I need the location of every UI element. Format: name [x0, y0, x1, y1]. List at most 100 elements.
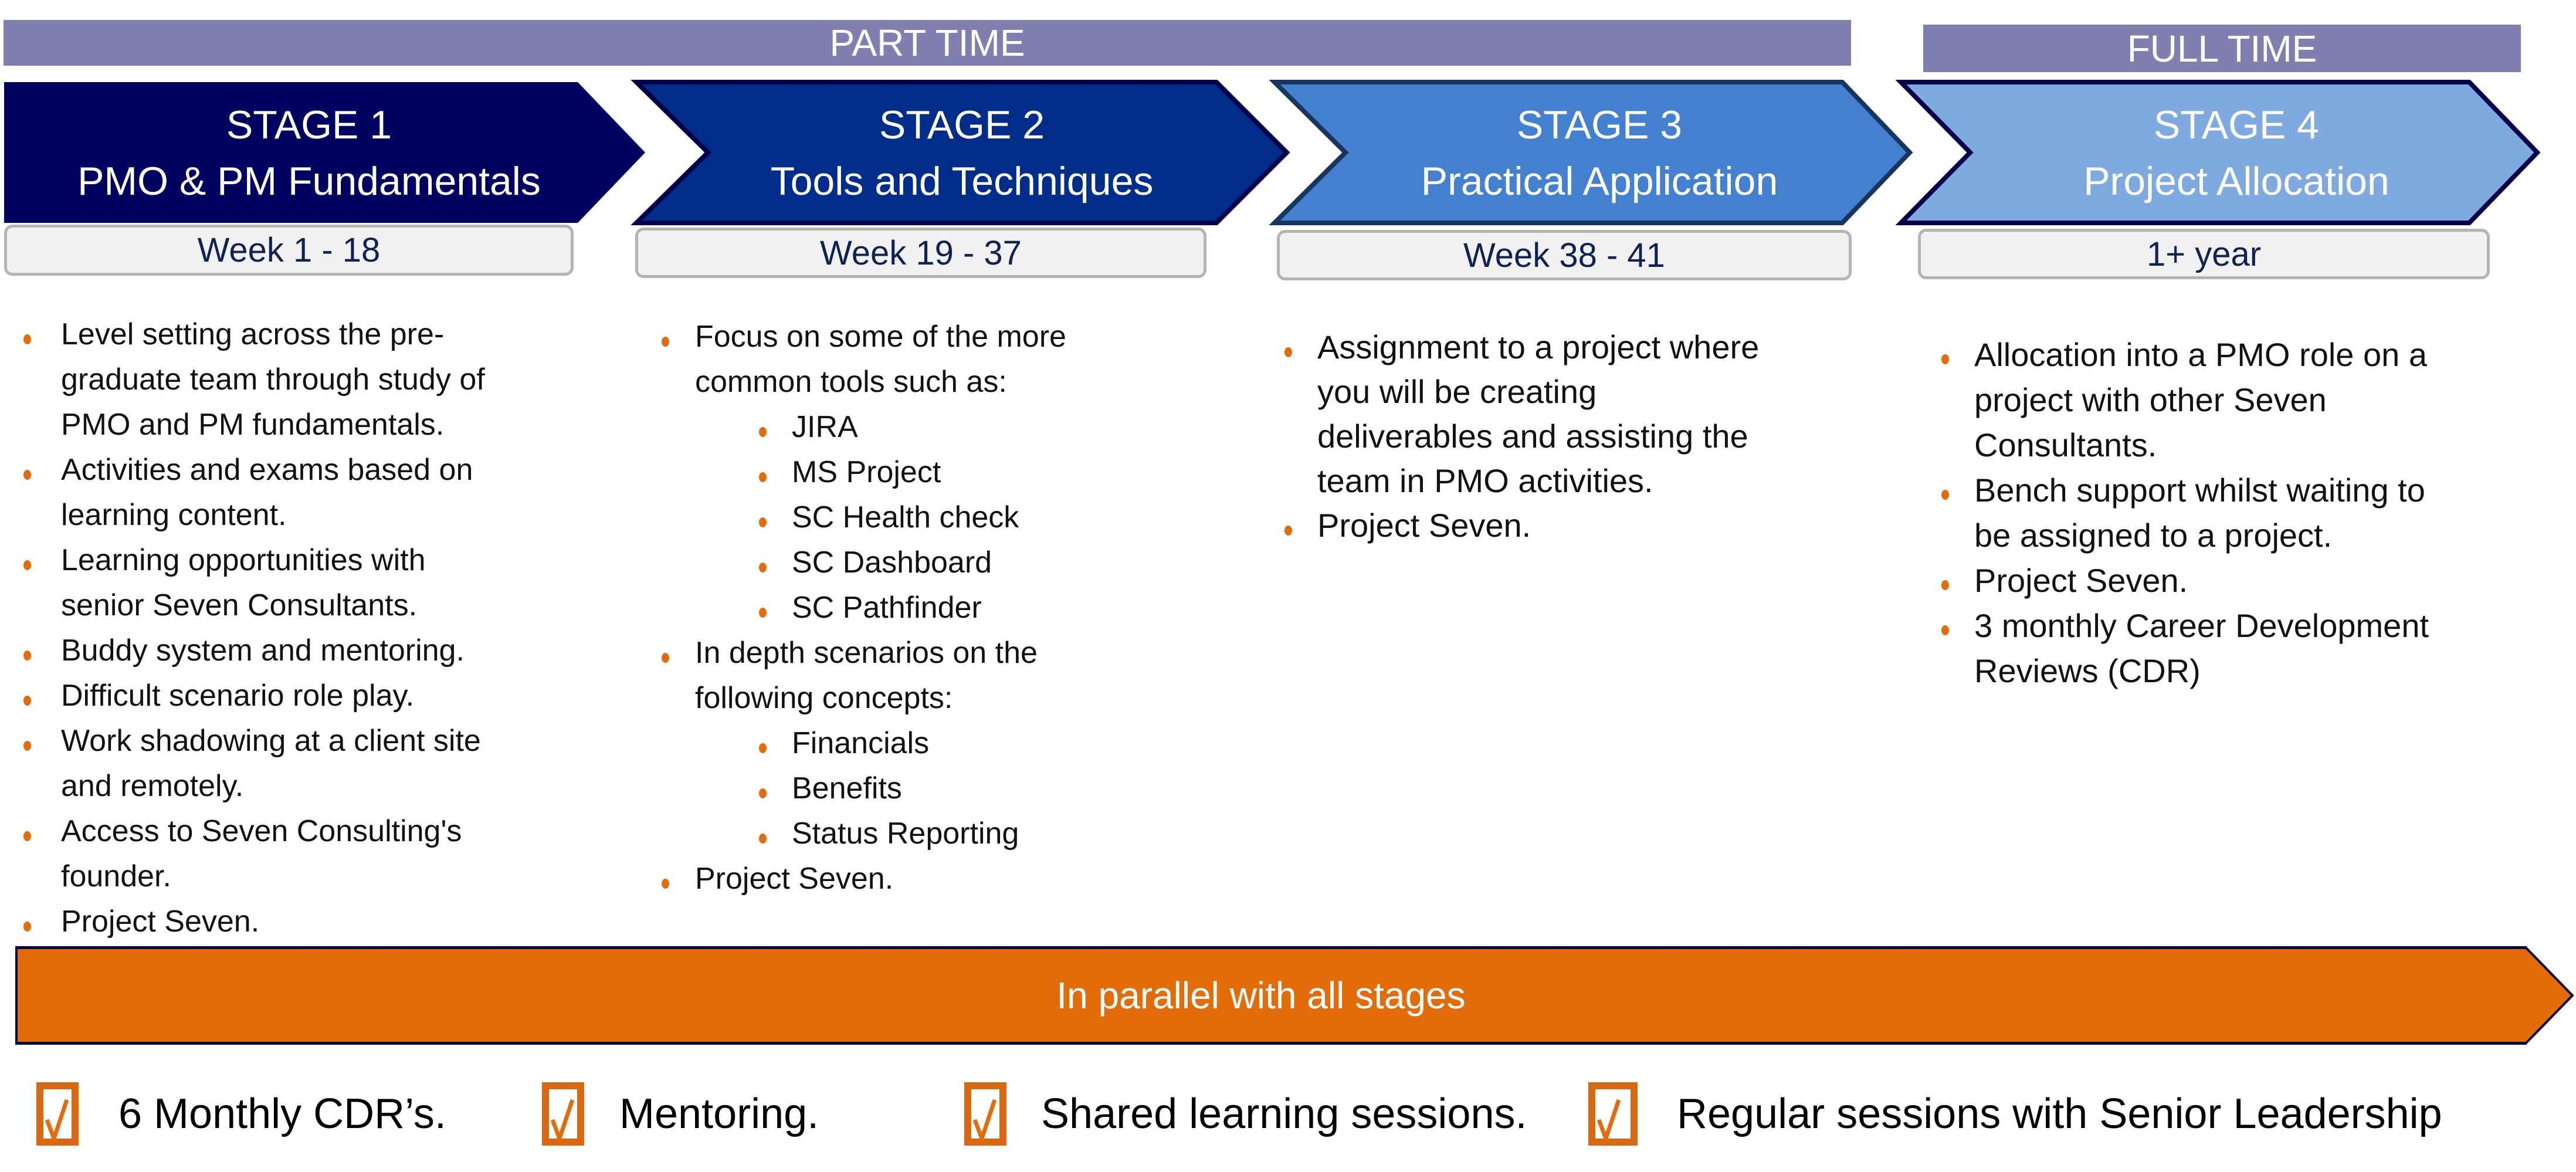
stage-2-duration-text: Week 19 - 37: [820, 233, 1022, 272]
stage-2-subtitle: Tools and Techniques: [770, 159, 1154, 204]
list-item-text: Level setting across the pre-: [61, 317, 445, 351]
bullet-icon: [662, 653, 669, 663]
bullet-icon: [23, 922, 31, 931]
list-item-text: SC Health check: [792, 500, 1019, 534]
checkbox-icon: [36, 1082, 79, 1146]
stage-3-title: STAGE 3: [1516, 103, 1683, 147]
stage-2-chevron: [631, 80, 1290, 225]
list-item-text: MS Project: [792, 455, 941, 489]
list-item-text: Assignment to a project where: [1317, 328, 1760, 365]
bullet-icon: [23, 696, 31, 706]
stage-2-duration: Week 19 - 37: [635, 228, 1206, 278]
bullet-icon: [759, 517, 767, 527]
bullet-icon: [1941, 580, 1949, 590]
list-item-text: Allocation into a PMO role on a: [1974, 336, 2427, 373]
list-item-text: Difficult scenario role play.: [61, 679, 415, 713]
stage-1-duration: Week 1 - 18: [4, 225, 574, 276]
bullet-icon: [23, 470, 31, 480]
full-time-label: FULL TIME: [2127, 27, 2317, 70]
stage-3-duration: Week 38 - 41: [1277, 230, 1852, 280]
stage-2-heading: STAGE 2 Tools and Techniques: [669, 97, 1255, 209]
part-time-label: PART TIME: [829, 22, 1025, 64]
list-item-text: Project Seven.: [695, 862, 894, 896]
full-time-band: FULL TIME: [1923, 25, 2521, 72]
list-item-text: JIRA: [792, 410, 858, 444]
list-item-text: be assigned to a project.: [1974, 517, 2333, 554]
list-item-text: Focus on some of the more: [695, 320, 1066, 354]
stage-3-subtitle: Practical Application: [1421, 159, 1778, 204]
bullet-icon: [759, 472, 767, 482]
list-item-text: following concepts:: [695, 681, 953, 715]
list-item-text: senior Seven Consultants.: [61, 588, 418, 622]
list-item-text: Buddy system and mentoring.: [61, 634, 465, 668]
checkmark-icon: [1597, 1099, 1621, 1142]
bullet-icon: [23, 741, 31, 751]
list-item-text: In depth scenarios on the: [695, 636, 1038, 670]
checklist-label: 6 Monthly CDR’s.: [118, 1090, 446, 1137]
stage-1-chevron: [4, 82, 645, 223]
checkbox-icon: [542, 1082, 584, 1146]
part-time-band: PART TIME: [4, 20, 1851, 66]
stage-3-duration-text: Week 38 - 41: [1463, 236, 1665, 275]
checkbox-icon: [964, 1082, 1006, 1146]
list-item-text: founder.: [61, 859, 171, 893]
bullet-icon: [1941, 354, 1949, 364]
list-item-text: Status Reporting: [792, 817, 1019, 851]
bullet-icon: [1284, 526, 1292, 536]
stage-2-title: STAGE 2: [879, 103, 1045, 147]
list-item-text: Work shadowing at a client site: [61, 724, 481, 758]
checkmark-icon: [972, 1099, 997, 1142]
checklist-label: Mentoring.: [619, 1090, 819, 1137]
stage-4-subtitle: Project Allocation: [2083, 159, 2389, 204]
list-item-text: Project Seven.: [61, 905, 260, 939]
stage-4-duration-text: 1+ year: [2146, 235, 2262, 273]
stage-1-duration-text: Week 1 - 18: [197, 231, 381, 269]
stage-1-title: STAGE 1: [226, 103, 392, 147]
checklist-label: Shared learning sessions.: [1041, 1090, 1527, 1137]
bullet-icon: [759, 788, 767, 798]
bullet-icon: [1284, 347, 1292, 357]
bullet-icon: [759, 608, 767, 618]
list-item-text: PMO and PM fundamentals.: [61, 408, 445, 442]
list-item-text: Consultants.: [1974, 426, 2157, 463]
bullet-icon: [759, 427, 767, 437]
bullet-icon: [1941, 490, 1949, 500]
list-item-text: Access to Seven Consulting's: [61, 814, 462, 848]
stage-4-chevron: [1895, 80, 2541, 225]
stage-3-heading: STAGE 3 Practical Application: [1306, 97, 1893, 209]
stage-1-heading: STAGE 1 PMO & PM Fundamentals: [16, 97, 602, 209]
bullet-icon: [23, 334, 31, 344]
list-item-text: Project Seven.: [1974, 562, 2188, 599]
list-item-text: deliverables and assisting the: [1317, 418, 1748, 455]
bullet-icon: [759, 563, 767, 573]
stage-4-title: STAGE 4: [2153, 103, 2320, 147]
bullet-icon: [23, 560, 31, 570]
list-item-text: Reviews (CDR): [1974, 652, 2201, 689]
checkmark-icon: [550, 1099, 575, 1142]
stage-1-subtitle: PMO & PM Fundamentals: [77, 159, 541, 204]
list-item-text: Financials: [792, 726, 930, 760]
list-item-text: project with other Seven: [1974, 381, 2327, 418]
list-item-text: SC Dashboard: [792, 546, 992, 580]
bullet-icon: [23, 651, 31, 660]
list-item-text: common tools such as:: [695, 365, 1007, 399]
list-item-text: Learning opportunities with: [61, 543, 426, 577]
list-item-text: Bench support whilst waiting to: [1974, 472, 2425, 509]
parallel-label: In parallel with all stages: [1056, 974, 1466, 1017]
list-item-text: team in PMO activities.: [1317, 462, 1653, 499]
bullet-icon: [759, 834, 767, 844]
bullet-icon: [759, 743, 767, 753]
stage-3-chevron: [1269, 80, 1913, 225]
list-item-text: learning content.: [61, 498, 287, 532]
checklist-label: Regular sessions with Senior Leadership: [1677, 1090, 2442, 1137]
list-item-text: graduate team through study of: [61, 363, 485, 397]
list-item-text: Benefits: [792, 771, 902, 805]
stage-4-heading: STAGE 4 Project Allocation: [1943, 97, 2530, 209]
list-item-text: Activities and exams based on: [61, 453, 473, 487]
list-item-text: Project Seven.: [1317, 507, 1531, 544]
list-item-text: you will be creating: [1317, 373, 1597, 410]
list-item-text: 3 monthly Career Development: [1974, 607, 2429, 644]
checkmark-icon: [45, 1099, 69, 1142]
bullet-icon: [662, 879, 669, 889]
stage-4-duration: 1+ year: [1918, 229, 2490, 279]
